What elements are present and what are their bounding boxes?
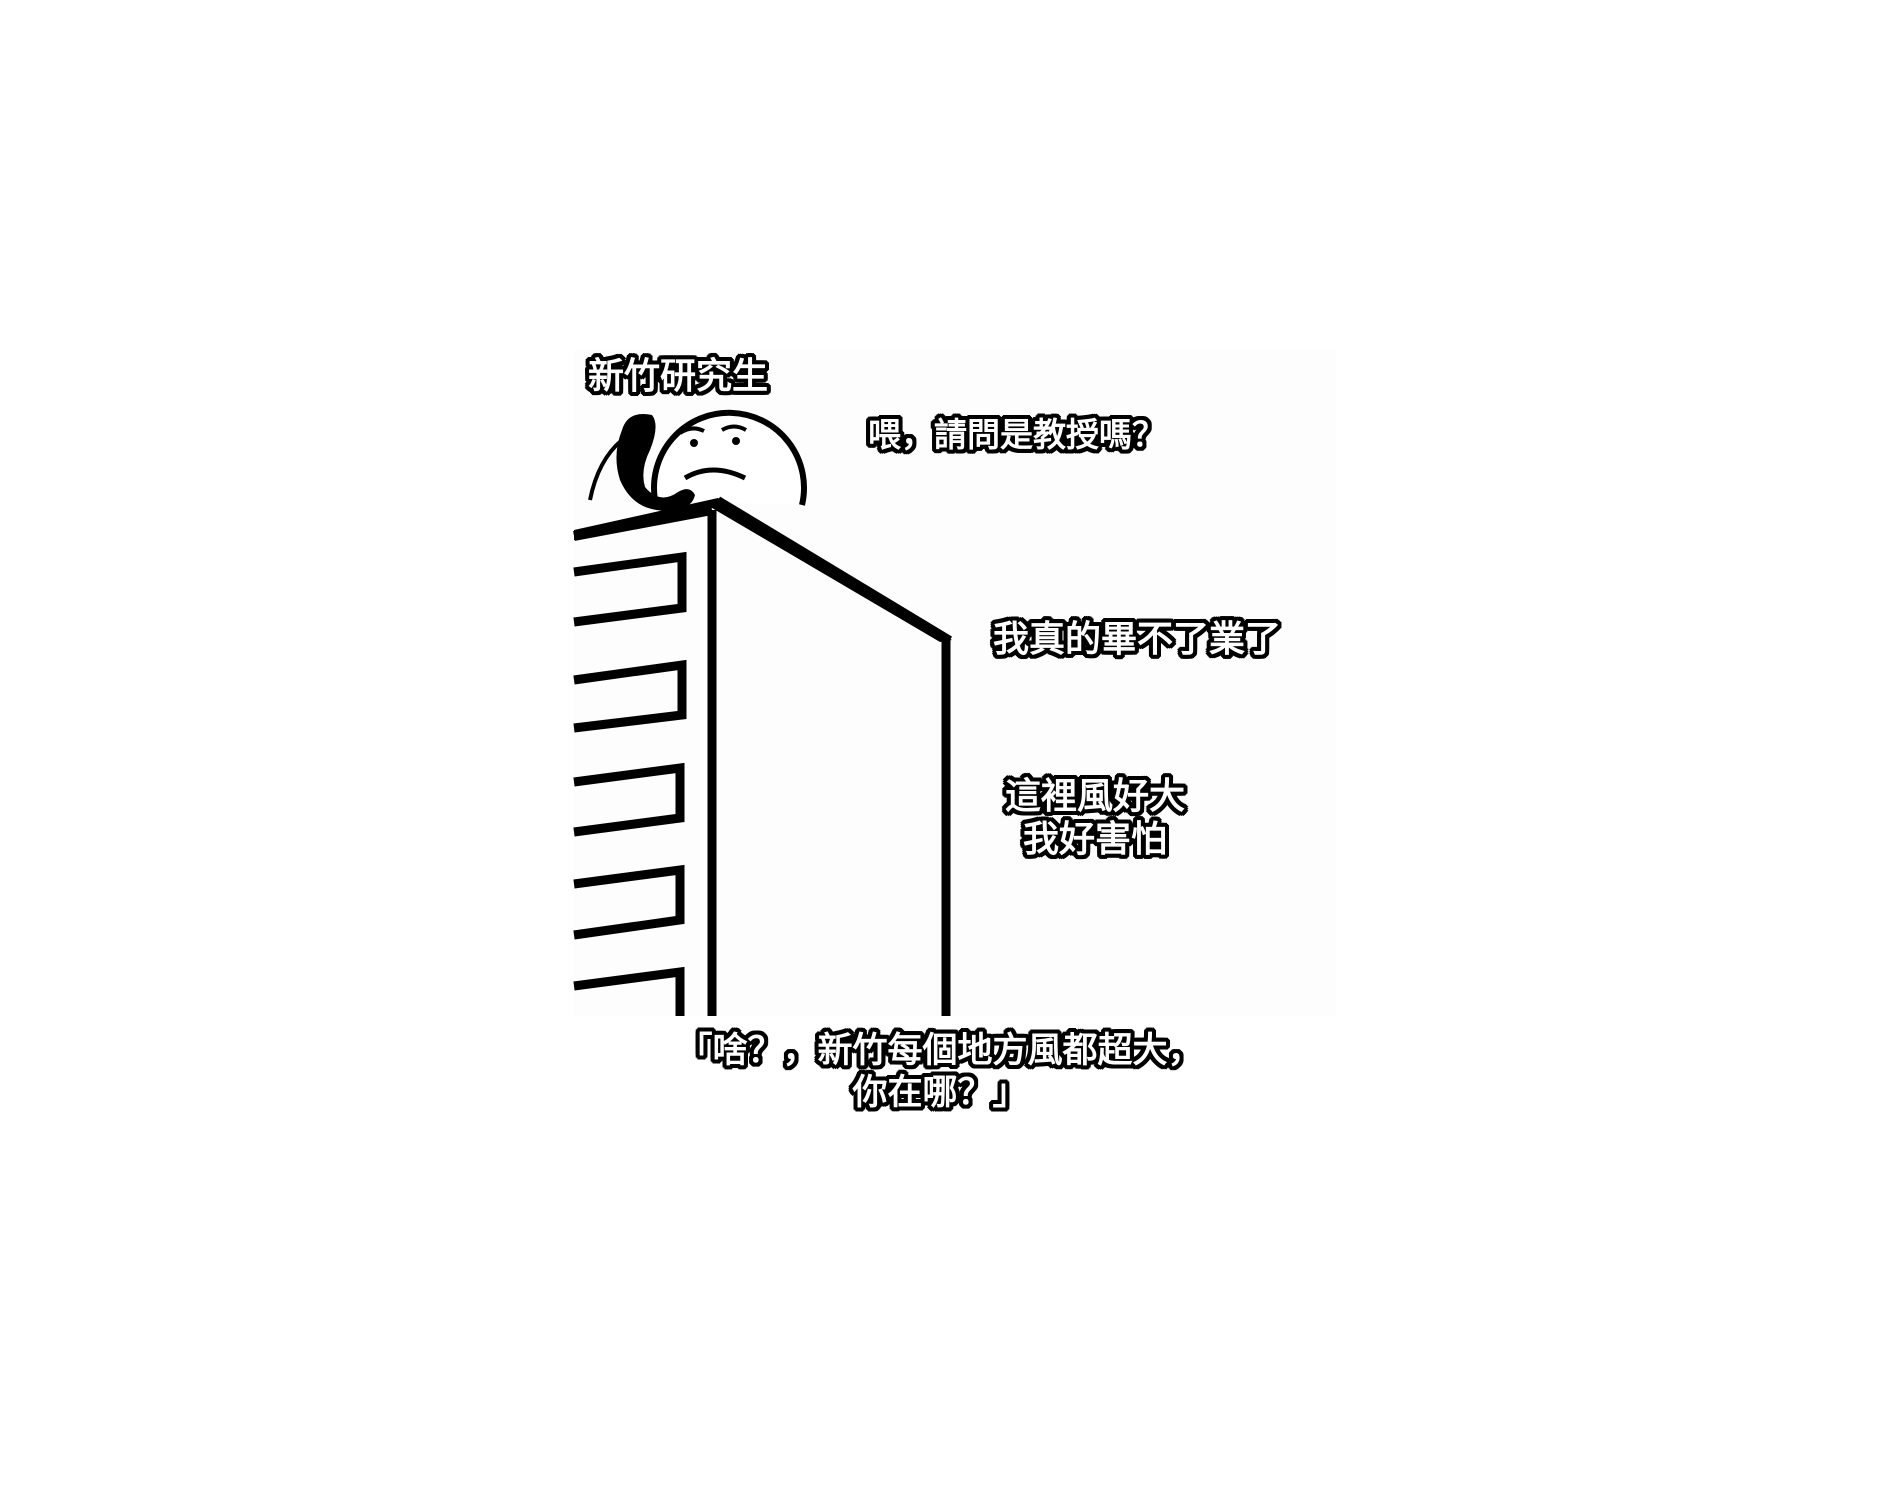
reply-caption: 「啥？，新竹每個地方風都超大， 你在哪？」 xyxy=(640,1030,1240,1114)
speech-caption-3: 這裡風好大 我好害怕 xyxy=(995,775,1195,861)
tall-building xyxy=(573,496,953,1016)
building-windows xyxy=(573,551,687,1016)
speech-caption-2: 我真的畢不了業了 xyxy=(993,619,1282,660)
worried-face xyxy=(651,409,807,506)
speech-caption-3-line-b: 我好害怕 xyxy=(1022,819,1167,861)
reply-caption-line-b: 你在哪？」 xyxy=(852,1073,1028,1113)
phone-handset xyxy=(588,414,695,511)
speech-caption-1: 喂，請問是教授嗎？ xyxy=(868,415,1165,454)
speech-caption-3-line-a: 這裡風好大 xyxy=(1004,776,1185,817)
reply-caption-line-a: 「啥？，新竹每個地方風都超大， xyxy=(677,1031,1203,1071)
meme-title-caption: 新竹研究生 xyxy=(588,356,769,397)
